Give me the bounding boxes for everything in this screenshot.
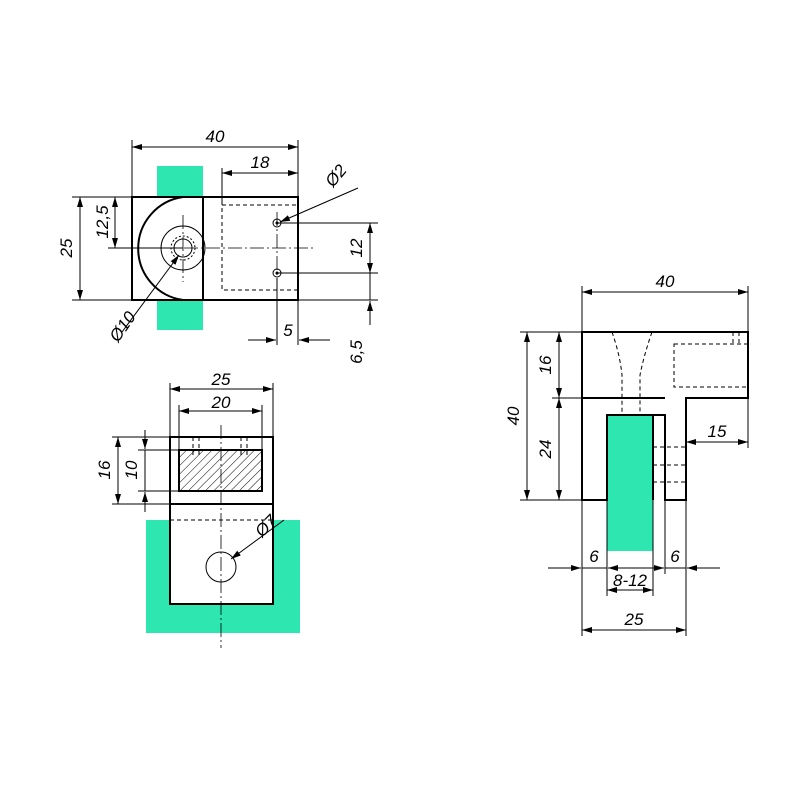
hidden-cavity xyxy=(221,204,299,291)
dim-slot-depth: 24 xyxy=(536,440,555,460)
dim-center-height: 12,5 xyxy=(93,205,112,239)
hatched-slot xyxy=(178,449,263,492)
dim-width: 25 xyxy=(211,370,231,389)
leader-small-hole xyxy=(279,187,359,223)
dim-arm-length: 15 xyxy=(708,422,727,441)
dim-wall-left: 6 xyxy=(589,547,599,566)
glass-panel-bottom xyxy=(157,300,203,330)
bottom-view: 25 20 16 10 Ø7 xyxy=(95,370,300,648)
dim-hole-offset: 18 xyxy=(251,153,270,172)
glass-panel xyxy=(607,415,653,551)
dim-height: 25 xyxy=(57,238,76,258)
dim-glass-range: 8-12 xyxy=(613,571,648,590)
glass-panel-top xyxy=(157,166,203,197)
hidden-cavity xyxy=(673,343,749,388)
leader-bore xyxy=(121,254,180,333)
dim-top-part: 16 xyxy=(536,355,555,374)
dim-hole-from-bottom: 6,5 xyxy=(347,340,366,364)
hidden-bore-right xyxy=(639,331,653,415)
leader-hole xyxy=(230,519,285,560)
side-view: 40 40 16 24 15 6 6 8-12 xyxy=(504,272,749,636)
dim-hole-spacing: 12 xyxy=(347,238,366,257)
dim-slot-height: 10 xyxy=(122,460,141,479)
dim-small-hole-dia: Ø2 xyxy=(321,161,351,192)
top-view: 40 18 Ø2 25 12,5 12 6,5 5 Ø10 xyxy=(57,127,378,364)
dim-width: 40 xyxy=(206,127,225,146)
clamp-side-outline xyxy=(581,331,749,501)
hidden-bore-left xyxy=(611,331,623,415)
dim-wall-right: 6 xyxy=(670,547,680,566)
dim-bore-dia: Ø10 xyxy=(105,308,140,346)
dim-slot-width: 20 xyxy=(211,393,231,412)
dim-height: 16 xyxy=(95,460,114,479)
dim-width: 40 xyxy=(656,272,675,291)
dim-hole-edge: 5 xyxy=(283,321,293,340)
dim-height: 40 xyxy=(504,406,523,425)
dim-base-width: 25 xyxy=(624,610,644,629)
